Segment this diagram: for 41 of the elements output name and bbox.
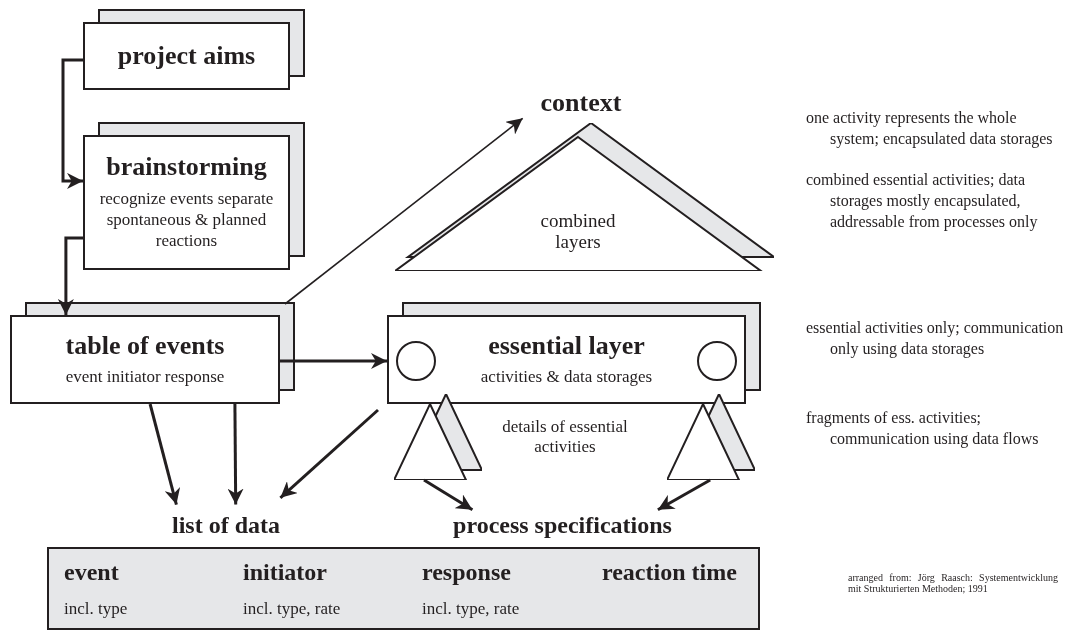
arrow	[148, 403, 181, 505]
note-text: fragments of ess. activities; communication using data flows	[806, 408, 1040, 450]
box-title: table of events	[65, 331, 225, 361]
process-box	[83, 9, 305, 90]
arrow	[280, 353, 387, 369]
arrow	[423, 478, 474, 511]
column-text: incl. type, rate	[243, 599, 341, 619]
column-heading: reaction time	[602, 559, 737, 586]
arrow	[61, 58, 83, 189]
box-title: project aims	[117, 41, 256, 71]
process-box	[387, 302, 761, 404]
box-text: recognize events separate spontaneous & planned reactions	[98, 187, 275, 252]
arrow	[227, 404, 244, 505]
layer-triangle	[394, 394, 482, 480]
layer-triangle	[395, 123, 774, 271]
process-box	[83, 122, 305, 270]
box-text: activities & data storages	[479, 366, 654, 388]
note-text: details of essential activities	[501, 417, 629, 457]
box-title: essential layer	[488, 331, 645, 361]
heading-text: list of data	[158, 508, 294, 542]
column-heading: initiator	[243, 559, 327, 586]
heading-text: context	[528, 86, 634, 120]
shape-text: combined layers	[539, 210, 617, 253]
box-title: brainstorming	[106, 153, 267, 182]
note-text: combined essential activities; data storages mostly encapsulated, addressable from processes only	[806, 170, 1039, 233]
note-text: one activity represents the whole system; encapsulated data storages	[806, 108, 1054, 150]
arrow	[279, 408, 379, 499]
arrow	[284, 117, 524, 305]
arrow	[57, 236, 83, 315]
heading-text: process specifications	[430, 508, 695, 542]
column-heading: response	[422, 559, 511, 586]
column-text: incl. type, rate	[422, 599, 520, 619]
box-text: event initiator response	[64, 366, 226, 388]
arrow	[657, 478, 711, 511]
note-text: essential activities only; communication only using data storages	[806, 318, 1065, 360]
column-text: incl. type	[64, 599, 128, 619]
column-heading: event	[64, 559, 119, 586]
process-box	[10, 302, 295, 404]
table-box	[47, 547, 760, 630]
layer-triangle	[667, 394, 755, 480]
source-note: arranged from: Jörg Raasch: Systementwicklung mit Strukturierten Methoden; 1991	[848, 573, 1058, 594]
